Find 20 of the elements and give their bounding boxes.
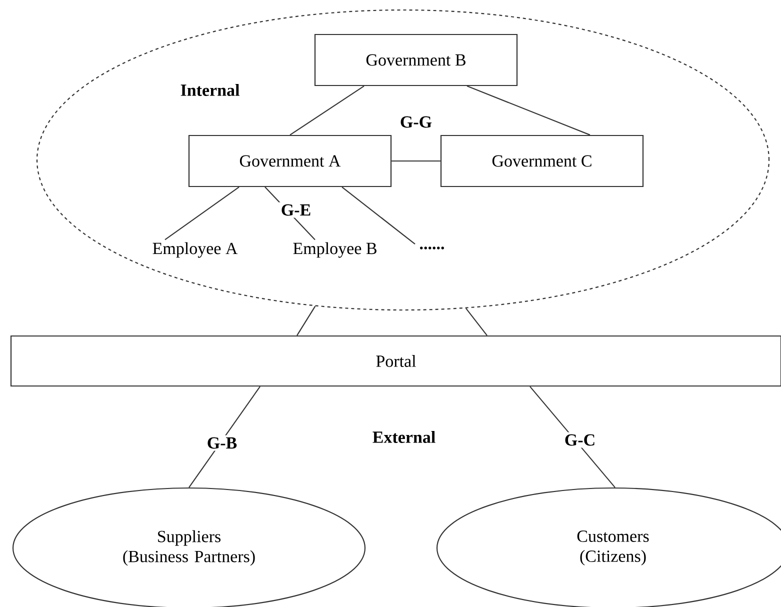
connector-line [290, 86, 364, 136]
process-box: Government C [440, 134, 644, 188]
connector-line [164, 186, 240, 240]
connector-line [296, 306, 316, 336]
edge-label: G-E [278, 202, 314, 218]
process-box: Government B [314, 34, 518, 86]
connector-line [466, 86, 590, 136]
process-box: Government A [188, 134, 392, 188]
connector-line [342, 186, 416, 244]
node-text: ...... [420, 246, 444, 250]
edge-label: G-B [204, 435, 240, 451]
connector-line [466, 308, 488, 336]
group-label: G-G [400, 116, 432, 128]
heading: Internal [180, 84, 240, 96]
node-text: Employee A [152, 242, 238, 258]
group-label: External [372, 431, 436, 443]
node-text: Employee B [293, 242, 376, 258]
connector-line [392, 160, 440, 162]
process-box: Portal [10, 335, 781, 387]
edge-label: G-C [562, 432, 598, 448]
